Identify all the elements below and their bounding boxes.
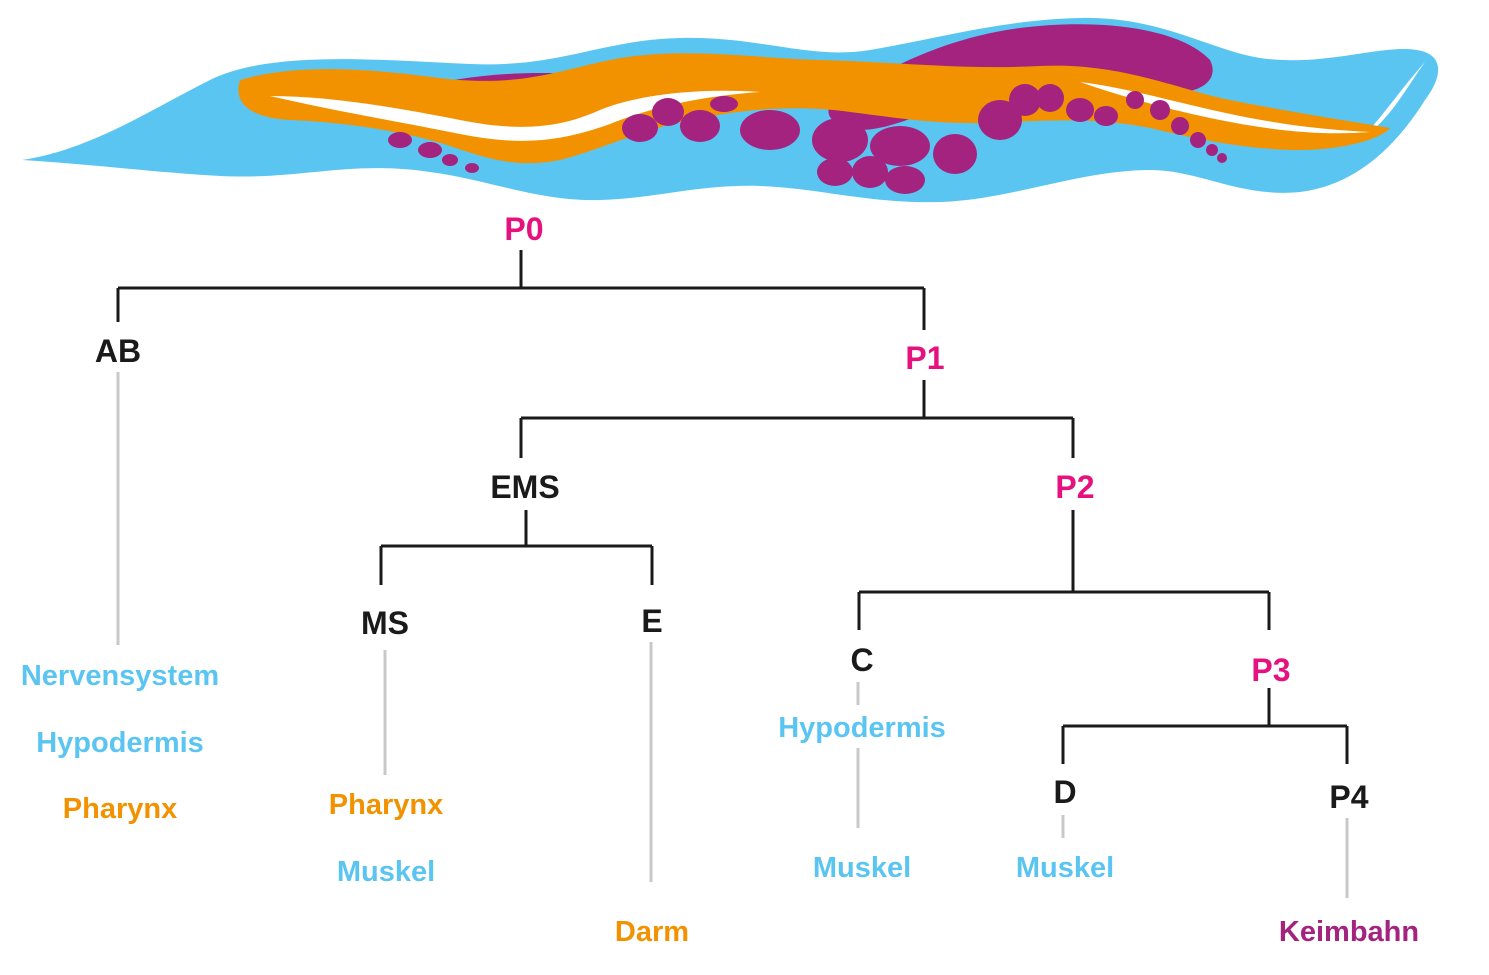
cell-d: D <box>1053 774 1076 810</box>
cell-ms: MS <box>361 605 409 641</box>
worm-gut-granules <box>388 84 1227 194</box>
worm-tail-inner <box>1360 62 1425 140</box>
worm-illustration <box>22 17 1439 203</box>
cell-p1: P1 <box>905 340 944 376</box>
fate-ab-hypodermis: Hypodermis <box>36 727 204 759</box>
worm-gut-lumen <box>270 90 760 141</box>
fate-c-hypodermis: Hypodermis <box>778 712 946 744</box>
cell-p0: P0 <box>504 211 543 247</box>
cell-p4: P4 <box>1329 779 1368 815</box>
fate-lines <box>116 372 1349 898</box>
cell-p2: P2 <box>1055 469 1094 505</box>
cell-labels: P0 AB P1 EMS P2 MS E C P3 D P4 <box>95 211 1369 815</box>
cell-e: E <box>641 603 662 639</box>
cell-ab: AB <box>95 333 141 369</box>
cell-p3: P3 <box>1251 652 1290 688</box>
fate-ab-nervous-system: Nervensystem <box>21 660 219 692</box>
fate-c-muscle: Muskel <box>813 852 911 884</box>
fate-ms-muscle: Muskel <box>337 856 435 888</box>
fate-p4-germline: Keimbahn <box>1279 916 1419 948</box>
fate-ab-pharynx: Pharynx <box>63 793 177 825</box>
cell-c: C <box>850 642 873 678</box>
fate-e-gut: Darm <box>615 916 689 948</box>
worm-gut-lumen-2 <box>1080 82 1370 134</box>
lineage-branches <box>116 250 1349 764</box>
fate-labels: Nervensystem Hypodermis Pharynx Pharynx … <box>21 660 1419 948</box>
fate-ms-pharynx: Pharynx <box>329 789 443 821</box>
cell-ems: EMS <box>490 469 559 505</box>
fate-d-muscle: Muskel <box>1016 852 1114 884</box>
